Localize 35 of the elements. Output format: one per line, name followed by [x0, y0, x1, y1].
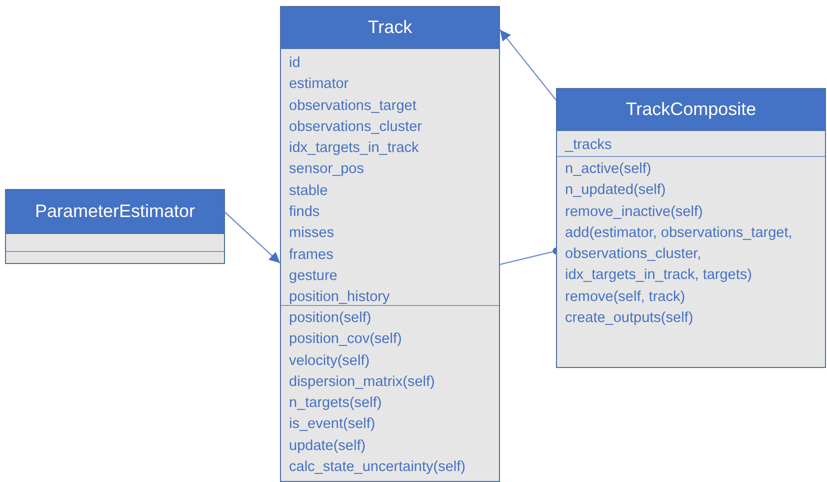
method-text: n_targets(self) — [289, 394, 383, 414]
method-text: n_active(self) — [565, 160, 652, 179]
method-text: calc_state_uncertainty(self) — [289, 458, 466, 478]
attribute-text: observations_target — [289, 96, 418, 116]
method-text: n_updated(self) — [565, 181, 667, 200]
attribute-text: finds — [289, 203, 321, 222]
method-text: position_cov(self) — [289, 330, 403, 350]
method-text: dispersion_matrix(self) — [289, 372, 436, 392]
method-text: remove(self, track) — [565, 288, 686, 307]
attribute-text: observations_cluster — [289, 118, 423, 137]
method-text: position(self) — [289, 309, 372, 328]
method-text: remove_inactive(self) — [565, 202, 704, 222]
attribute-text: misses — [289, 224, 336, 244]
attribute-text: estimator — [289, 75, 350, 94]
class-name-header: TrackComposite — [557, 89, 825, 131]
class-box — [5, 189, 225, 264]
method-text: velocity(self) — [289, 352, 371, 371]
class-name-header: Track — [281, 7, 499, 49]
class-box — [556, 88, 826, 368]
arrow — [500, 29, 556, 100]
attribute-text: stable — [289, 182, 329, 201]
attribute-text: _tracks — [565, 136, 613, 155]
attribute-text: sensor_pos — [289, 160, 365, 180]
method-text: add(estimator, observations_target, observations_cluster, idx_targets_in_track, targets) — [565, 224, 794, 286]
class-box — [280, 6, 500, 482]
arrow — [224, 212, 280, 264]
method-text: update(self) — [289, 436, 367, 456]
attribute-text: frames — [289, 246, 334, 265]
class-name-header: ParameterEstimator — [6, 190, 224, 234]
attribute-text: idx_targets_in_track — [289, 139, 420, 158]
method-text: is_event(self) — [289, 415, 376, 434]
attribute-text: position_history — [289, 288, 391, 308]
attribute-text: id — [289, 54, 302, 73]
method-text: create_outputs(self) — [565, 309, 694, 328]
attribute-text: gesture — [289, 266, 338, 286]
